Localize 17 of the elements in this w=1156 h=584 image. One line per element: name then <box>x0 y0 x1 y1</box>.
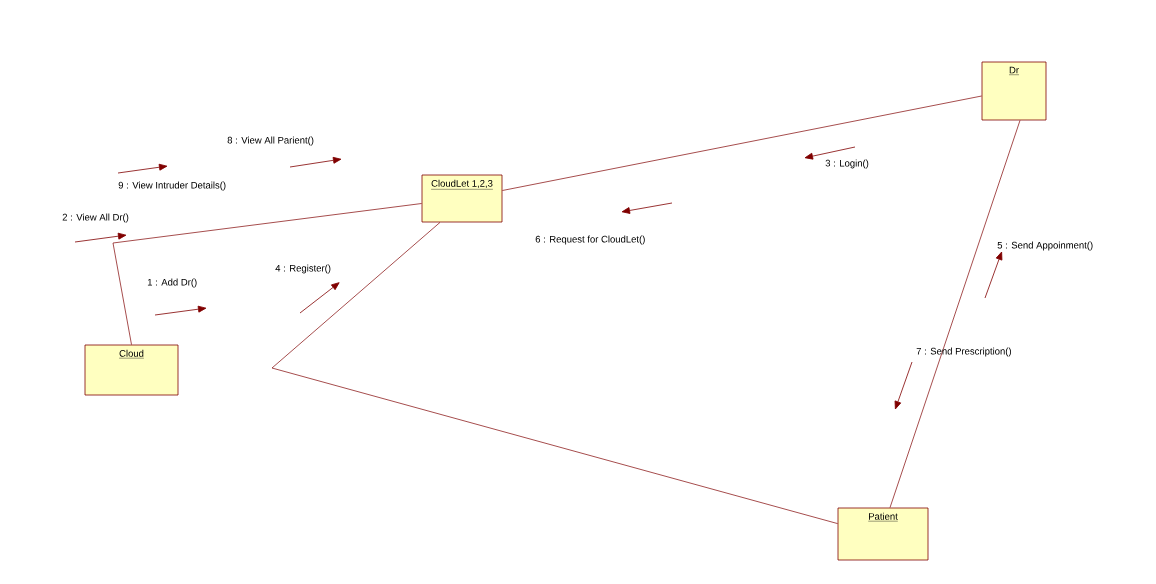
message-label: 3 : Login() <box>825 159 869 169</box>
object-box: Patient <box>837 507 929 561</box>
message-label: 1 : Add Dr() <box>147 278 197 288</box>
message-label: 6 : Request for CloudLet() <box>535 235 645 245</box>
link-line <box>112 203 422 345</box>
message-label: 4 : Register() <box>275 264 331 274</box>
message-label: 7 : Send Prescription() <box>916 347 1011 357</box>
link-line <box>502 95 982 191</box>
link-line <box>889 120 1021 508</box>
link-line <box>271 222 838 524</box>
message-label: 2 : View All Dr() <box>62 213 129 223</box>
object-box: Dr <box>981 61 1047 121</box>
message-label: 9 : View Intruder Details() <box>118 181 226 191</box>
message-label: 8 : View All Parient() <box>227 136 314 146</box>
object-box: CloudLet 1,2,3 <box>421 174 503 223</box>
object-box: Cloud <box>84 344 179 396</box>
message-label: 5 : Send Appoinment() <box>997 241 1093 251</box>
